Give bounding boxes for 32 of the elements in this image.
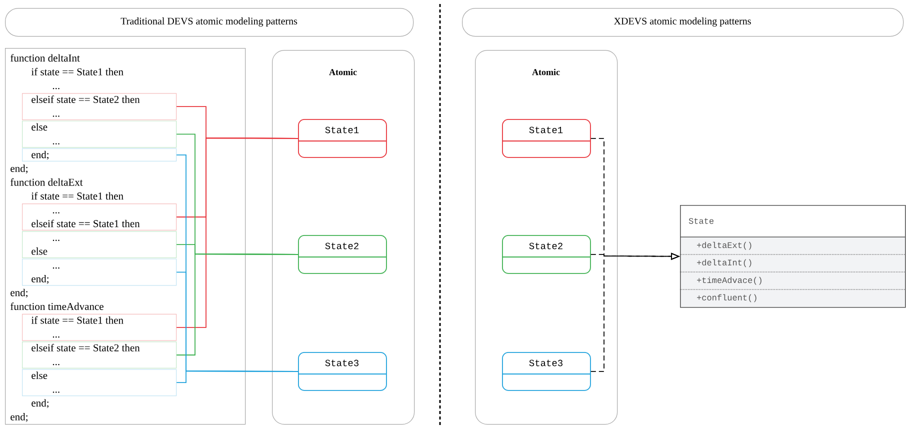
connector: [176, 138, 298, 328]
code-line: end;: [32, 399, 48, 408]
code-line: end;: [10, 413, 28, 422]
code-panel: [5, 48, 246, 425]
code-line: if state == State1 then: [31, 68, 124, 76]
code-line: function deltaExt: [10, 178, 83, 186]
code-line: end;: [10, 164, 28, 174]
code-block: ... end;: [22, 258, 177, 286]
code-block: else ...: [22, 369, 177, 396]
code-block: ... elseif state == State1 then: [22, 203, 177, 230]
code-block: end;: [22, 148, 177, 162]
code-block: else ...: [22, 120, 177, 148]
code-block: if state == State1 then ...: [22, 314, 177, 341]
state-box: State1: [298, 119, 387, 158]
code-block: elseif state == State2 then ...: [22, 342, 177, 368]
class-box: State +deltaExt() +deltaInt() +timeAdvace() +confluent(): [680, 204, 906, 308]
state-box: State1: [502, 119, 591, 158]
state-box: State3: [298, 352, 387, 391]
code-line: function timeAdvance: [10, 302, 104, 310]
title-box: Traditional DEVS atomic modeling patterns: [5, 8, 414, 37]
state-box: State2: [298, 235, 387, 274]
code-line: function deltaInt: [10, 54, 80, 62]
code-line: if state == State1 then: [31, 192, 124, 200]
connector: [176, 370, 298, 384]
code-line: ...: [52, 88, 60, 90]
code-block: ... else: [22, 231, 177, 258]
code-line: end;: [10, 288, 28, 298]
title-box: XDEVS atomic modeling patterns: [462, 8, 904, 37]
state-box: State2: [502, 235, 591, 274]
connector: [176, 254, 298, 356]
state-box: State3: [502, 352, 591, 391]
code-block: elseif state == State2 then ...: [22, 93, 177, 120]
